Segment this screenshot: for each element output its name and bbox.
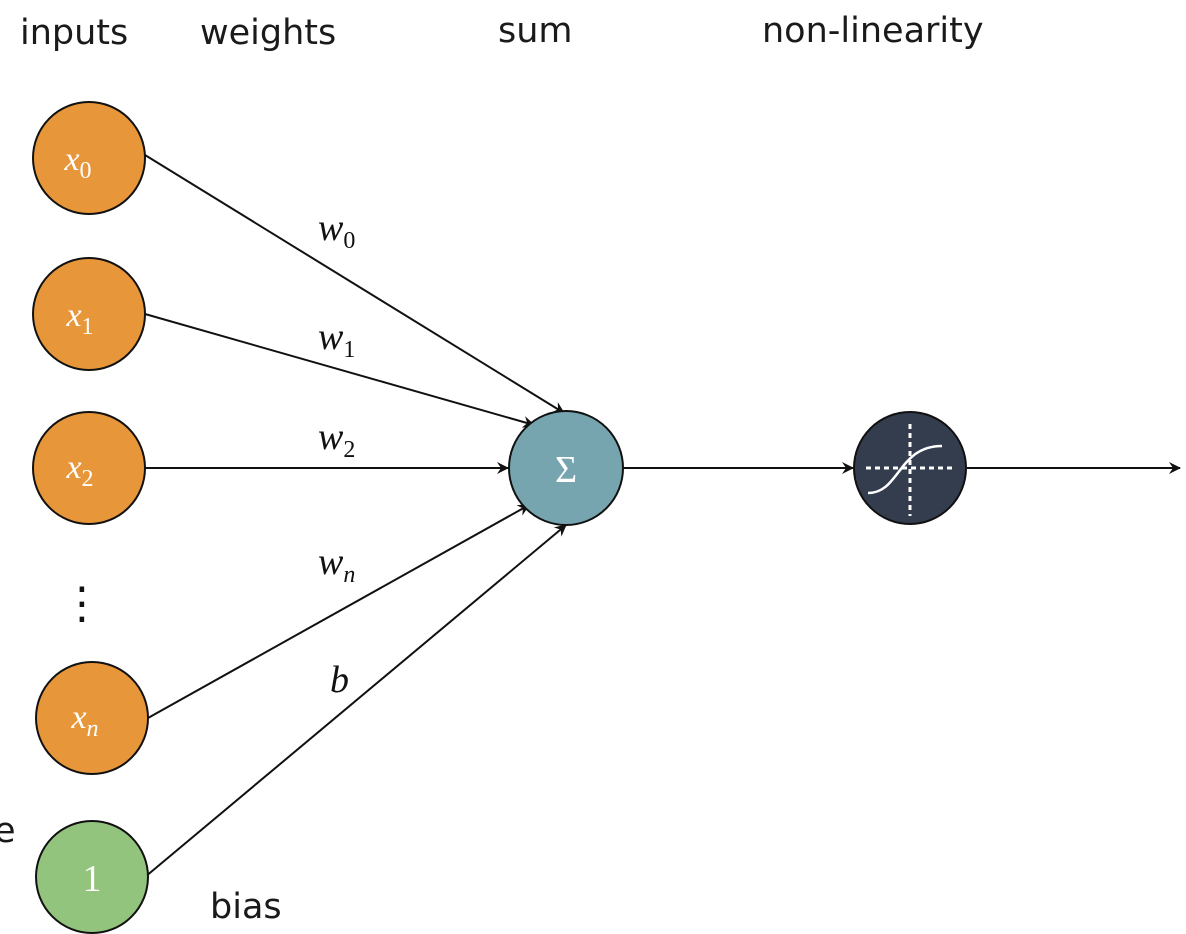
- weight-label-w1: w1: [318, 316, 355, 363]
- input-node-xn: xn: [35, 661, 149, 775]
- weight-label-wn: wn: [318, 541, 355, 588]
- column-label-inputs: inputs: [20, 13, 128, 53]
- weight-label-bias: b: [330, 659, 349, 701]
- input-subscript: 1: [82, 314, 94, 340]
- input-label: x: [65, 297, 81, 334]
- input-subscript: 0: [80, 158, 92, 184]
- column-label-weights: weights: [200, 13, 336, 53]
- input-label: x: [65, 449, 81, 486]
- cut-off-text: e: [0, 811, 16, 851]
- input-node-x2: x2: [32, 411, 146, 525]
- edge-xn-sum: [147, 504, 530, 719]
- edge-x1-sum: [144, 313, 535, 428]
- ellipsis: ⋮: [60, 578, 104, 629]
- column-label-nonlinearity: non-linearity: [762, 11, 984, 51]
- svg-text:xn: xn: [70, 699, 98, 742]
- sigmoid-icon: [866, 424, 954, 516]
- input-subscript: n: [87, 716, 99, 742]
- input-label: x: [63, 141, 79, 178]
- svg-text:x0: x0: [63, 141, 91, 184]
- column-label-sum: sum: [498, 11, 573, 51]
- edge-x0-sum: [144, 154, 565, 414]
- activation-node: [853, 411, 967, 525]
- bias-node: 1: [35, 820, 149, 934]
- bias-caption: bias: [210, 887, 282, 927]
- weight-label-w0: w0: [318, 207, 355, 254]
- input-node-x1: x1: [32, 257, 146, 371]
- input-label: x: [70, 699, 86, 736]
- edge-bias-sum: [144, 524, 567, 878]
- bias-node-label: 1: [83, 858, 102, 900]
- weight-label-w2: w2: [318, 416, 355, 463]
- svg-text:x1: x1: [65, 297, 93, 340]
- sigma-icon: Σ: [555, 449, 577, 491]
- sum-node: Σ: [508, 410, 624, 526]
- svg-text:x2: x2: [65, 449, 93, 492]
- input-subscript: 2: [82, 466, 94, 492]
- input-node-x0: x0: [32, 101, 146, 215]
